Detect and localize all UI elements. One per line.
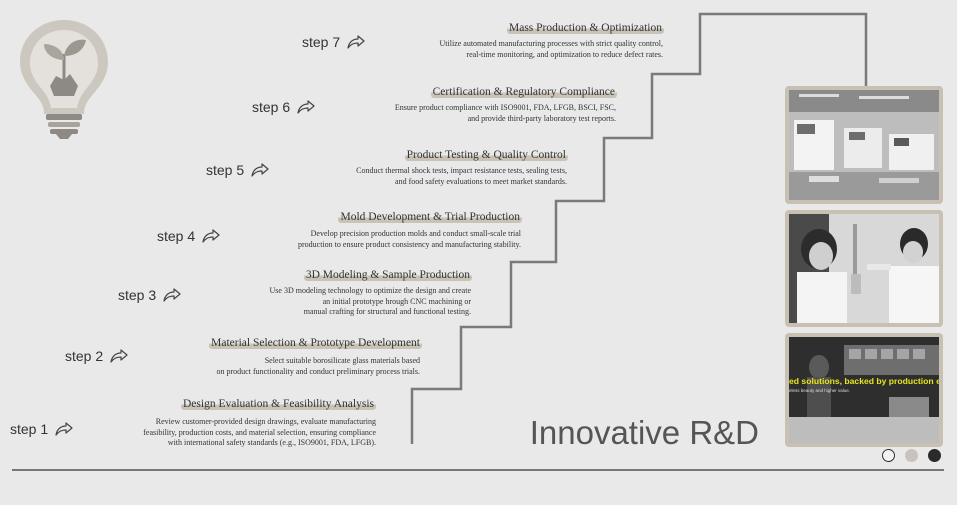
showroom-overlay-text: ed solutions, backed by production exper… bbox=[789, 376, 939, 386]
showroom-photo[interactable]: ed solutions, backed by production exper… bbox=[785, 333, 943, 447]
step-6-label[interactable]: step 6 bbox=[252, 99, 316, 115]
step-4-label[interactable]: step 4 bbox=[157, 228, 221, 244]
step-number: step 6 bbox=[252, 99, 291, 115]
step-number: step 2 bbox=[65, 348, 104, 364]
bottom-divider bbox=[12, 469, 944, 471]
step-number: step 5 bbox=[206, 162, 245, 178]
carousel-dot-1[interactable] bbox=[882, 449, 895, 462]
step-3-label[interactable]: step 3 bbox=[118, 287, 182, 303]
showroom-image bbox=[789, 337, 939, 443]
step-7-title: Mass Production & Optimization bbox=[506, 22, 664, 34]
step-number: step 1 bbox=[10, 421, 49, 437]
page-headline: Innovative R&D bbox=[529, 414, 759, 451]
step-2-description: Select suitable borosilicate glass mater… bbox=[216, 356, 421, 376]
step-7-description: Utilize automated manufacturing processe… bbox=[439, 39, 664, 59]
share-arrow-icon bbox=[55, 422, 73, 436]
share-arrow-icon bbox=[297, 100, 315, 114]
lab-researchers-image bbox=[789, 214, 939, 323]
step-5-description: Conduct thermal shock tests, impact resi… bbox=[356, 166, 567, 186]
share-arrow-icon bbox=[110, 349, 128, 363]
share-arrow-icon bbox=[347, 35, 365, 49]
share-arrow-icon bbox=[251, 163, 269, 177]
step-2-title: Material Selection & Prototype Developme… bbox=[209, 337, 422, 349]
step-6-description: Ensure product compliance with ISO9001, … bbox=[394, 103, 616, 123]
step-1-label[interactable]: step 1 bbox=[10, 421, 74, 437]
step-3-title: 3D Modeling & Sample Production bbox=[303, 269, 472, 281]
step-5-label[interactable]: step 5 bbox=[206, 162, 270, 178]
carousel-dot-2[interactable] bbox=[905, 449, 918, 462]
step-1-description: Review customer-provided design drawings… bbox=[143, 417, 376, 447]
step-6-title: Certification & Regulatory Compliance bbox=[430, 86, 617, 98]
factory-photo[interactable] bbox=[785, 86, 943, 204]
showroom-overlay-subtext: eless beauty and higher value. bbox=[789, 388, 851, 393]
share-arrow-icon bbox=[202, 229, 220, 243]
step-3-description: Use 3D modeling technology to optimize t… bbox=[269, 286, 472, 316]
step-number: step 3 bbox=[118, 287, 157, 303]
carousel-dot-3[interactable] bbox=[928, 449, 941, 462]
step-4-description: Develop precision production molds and c… bbox=[298, 229, 521, 249]
share-arrow-icon bbox=[163, 288, 181, 302]
factory-machines-image bbox=[789, 90, 939, 200]
step-5-title: Product Testing & Quality Control bbox=[404, 149, 568, 161]
step-number: step 4 bbox=[157, 228, 196, 244]
step-7-label[interactable]: step 7 bbox=[302, 34, 366, 50]
step-2-label[interactable]: step 2 bbox=[65, 348, 129, 364]
step-4-title: Mold Development & Trial Production bbox=[338, 211, 522, 223]
lightbulb-plant-icon bbox=[20, 20, 108, 139]
step-number: step 7 bbox=[302, 34, 341, 50]
laboratory-photo[interactable] bbox=[785, 210, 943, 327]
step-1-title: Design Evaluation & Feasibility Analysis bbox=[180, 398, 376, 410]
